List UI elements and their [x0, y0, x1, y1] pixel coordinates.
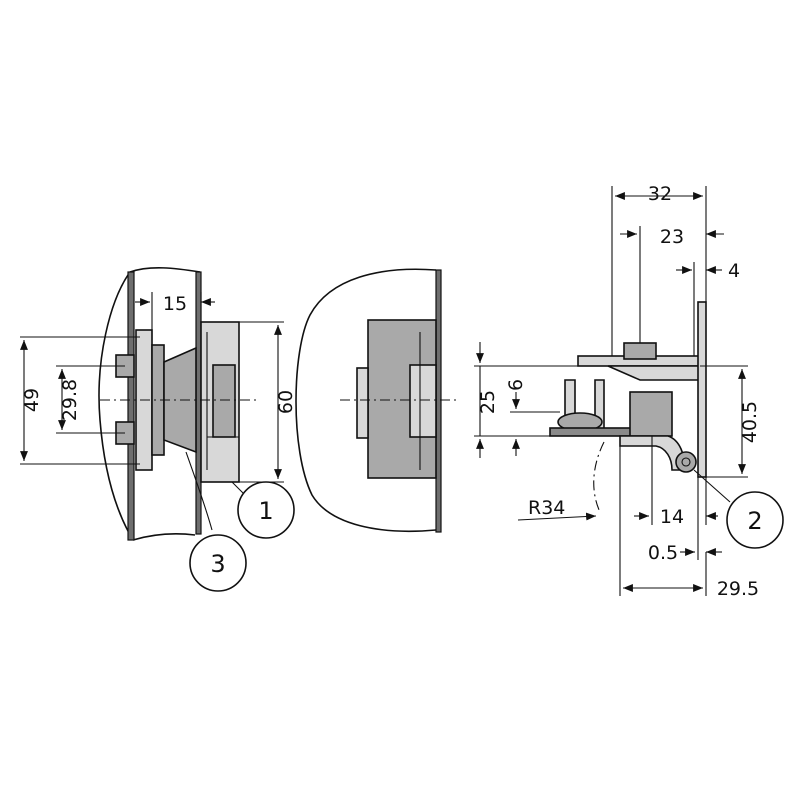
right-door-panel: [697, 301, 707, 478]
r34-label: R34: [528, 497, 565, 519]
pivot-pin: [675, 451, 697, 473]
dim-40-5-label: 40.5: [739, 401, 761, 443]
callout-2-label: 2: [747, 507, 762, 535]
middle-cabinet-outline: [295, 268, 437, 533]
dim-15-label: 15: [163, 293, 187, 315]
dim-23-label: 23: [660, 226, 684, 248]
callout-3-circle: [189, 534, 247, 592]
dim-6-label: 6: [505, 379, 527, 391]
r34-leader: [517, 512, 597, 521]
adjust-screw-head: [623, 342, 657, 360]
hinge-block: [629, 391, 673, 437]
dim-29-5-label: 29.5: [717, 578, 759, 600]
dim-4-label: 4: [728, 260, 740, 282]
dim-32-label: 32: [648, 183, 672, 205]
dim-60-label: 60: [275, 390, 297, 414]
pivot-arm: [619, 435, 686, 471]
left-cabinet-bottom-break: [132, 533, 196, 541]
top-arm-bracket: [607, 365, 701, 381]
callout-2-circle: [726, 491, 784, 549]
left-view: 49 29.8 15 60 1 3: [20, 267, 297, 592]
dim-25-label: 25: [477, 390, 499, 414]
callout-1-label: 1: [258, 497, 273, 525]
middle-view: [295, 268, 460, 533]
dim-14-label: 14: [660, 506, 684, 528]
cup-notch: [356, 367, 369, 439]
hinge-cup-slot: [212, 364, 236, 438]
dim-0-5-label: 0.5: [648, 542, 678, 564]
cup-slot: [409, 364, 437, 438]
callout-1-circle: [237, 481, 295, 539]
left-cabinet-outline: [98, 271, 134, 541]
left-cabinet-top-break: [129, 267, 201, 273]
dim-49-label: 49: [21, 388, 43, 412]
r34-arc: [593, 441, 605, 513]
right-view: R34 32 23 4 25 6 40.5: [474, 183, 784, 600]
dim-29-8-label: 29.8: [59, 379, 81, 421]
callout-3-label: 3: [210, 550, 225, 578]
left-glass-panel: [127, 271, 135, 541]
